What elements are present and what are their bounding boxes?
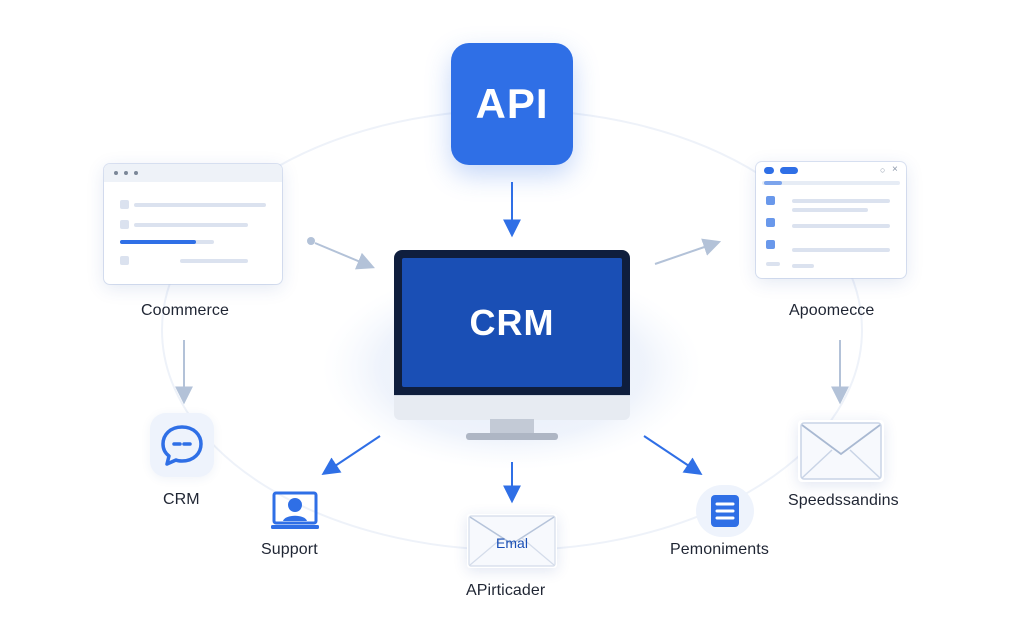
hub-label: CRM xyxy=(469,301,555,343)
window-tab xyxy=(780,167,798,174)
envelope-icon xyxy=(468,515,556,567)
monitor-chin xyxy=(394,395,630,420)
laptop-user-icon xyxy=(271,491,319,529)
monitor-neck xyxy=(490,419,534,433)
row-bar xyxy=(766,262,780,266)
arrow-hub-to-pemoniments xyxy=(643,435,703,475)
arrow-origin-dot xyxy=(307,237,315,245)
coommerce-window-card[interactable] xyxy=(104,164,282,284)
node-label-apirticader: APirticader xyxy=(466,582,546,599)
node-label-apoomecce: Apoomecce xyxy=(789,302,875,319)
row-bar xyxy=(180,259,248,263)
node-label-crm: CRM xyxy=(163,491,200,508)
arrow-hub-to-support xyxy=(321,435,381,475)
monitor-stand xyxy=(466,433,558,440)
envelope-icon xyxy=(800,422,882,480)
row-icon xyxy=(766,218,775,227)
chat-bubble-icon xyxy=(161,425,203,466)
apoomecce-window-card[interactable]: ○ × xyxy=(756,162,906,278)
row-icon xyxy=(120,256,129,265)
support-node-tile[interactable] xyxy=(270,487,320,533)
window-dot xyxy=(124,171,128,175)
row-bar xyxy=(792,208,868,212)
email-card-label: Emal xyxy=(496,535,528,551)
row-bar xyxy=(134,223,248,227)
row-icon xyxy=(120,200,129,209)
search-icon[interactable]: ○ xyxy=(880,165,886,175)
api-node[interactable]: API xyxy=(451,43,573,165)
node-label-pemoniments: Pemoniments xyxy=(670,541,769,558)
window-dot xyxy=(134,171,138,175)
node-label-coommerce: Coommerce xyxy=(141,302,230,319)
speedssandins-node-tile[interactable] xyxy=(798,420,884,482)
row-bar xyxy=(792,224,890,228)
arrow-hub-to-apoomecce xyxy=(654,238,722,265)
window-header-bar xyxy=(762,181,900,185)
node-label-support: Support xyxy=(261,541,318,558)
email-node-card[interactable]: Emal xyxy=(467,514,557,568)
row-bar xyxy=(792,199,890,203)
node-label-speedssandins: Speedssandins xyxy=(788,492,899,509)
monitor-screen: CRM xyxy=(402,258,622,387)
row-icon xyxy=(766,240,775,249)
window-header-bar xyxy=(764,181,782,185)
window-dot xyxy=(114,171,118,175)
api-label: API xyxy=(475,80,549,127)
close-icon[interactable]: × xyxy=(892,164,898,175)
row-bar xyxy=(792,264,814,268)
row-bar xyxy=(792,248,890,252)
arrow-coommerce-to-hub xyxy=(314,242,375,270)
document-list-icon xyxy=(711,495,739,527)
window-tab xyxy=(764,167,774,174)
crm-hub-monitor[interactable]: CRM xyxy=(394,250,630,446)
monitor-bezel: CRM xyxy=(394,250,630,395)
crm-node-tile[interactable] xyxy=(150,413,214,477)
pemoniments-node-tile[interactable] xyxy=(696,485,754,537)
row-bar xyxy=(134,203,266,207)
window-titlebar: ○ × xyxy=(756,162,906,180)
window-titlebar xyxy=(104,164,282,182)
row-icon xyxy=(766,196,775,205)
progress-fill xyxy=(120,240,196,244)
row-icon xyxy=(120,220,129,229)
